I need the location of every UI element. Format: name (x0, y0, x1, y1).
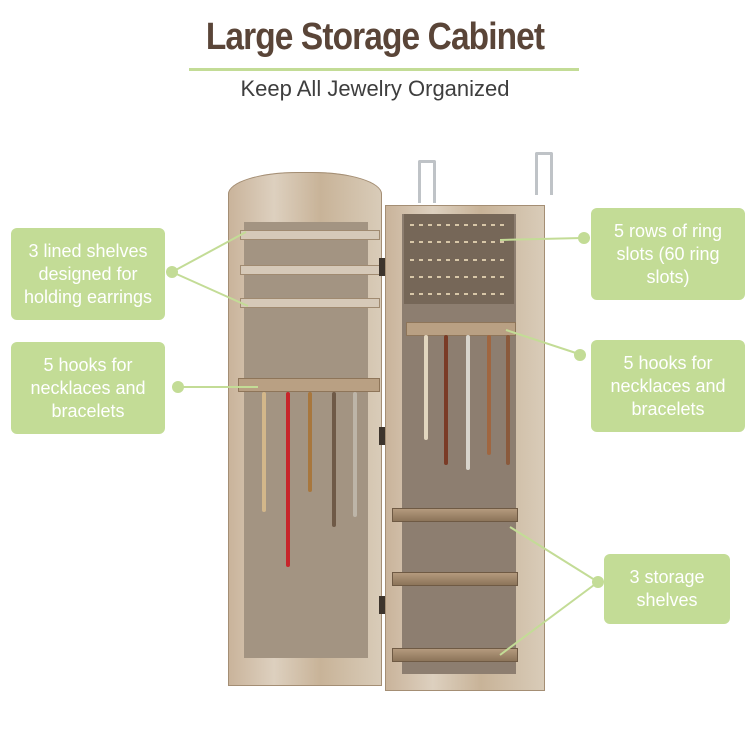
page-title: Large Storage Cabinet (205, 16, 545, 58)
necklace (506, 335, 510, 465)
callout-right-necklace-hooks: 5 hooks for necklaces and bracelets (591, 340, 745, 432)
storage-shelf-3 (392, 648, 518, 662)
callout-storage-shelves: 3 storage shelves (604, 554, 730, 624)
callout-text: 5 hooks for necklaces and bracelets (610, 352, 726, 419)
callout-text: 3 lined shelves designed for holding ear… (23, 240, 153, 307)
left-hook-rail (238, 378, 380, 392)
callout-text: 5 hooks for necklaces and bracelets (30, 354, 146, 421)
right-hook-rail (406, 322, 516, 336)
necklace (466, 335, 470, 470)
callout-text: 3 storage shelves (629, 567, 705, 610)
callout-dot (574, 349, 586, 361)
door-hanger-hook (535, 152, 553, 195)
necklace (262, 392, 266, 512)
necklace (332, 392, 336, 527)
callout-text: 5 rows of ring slots (60 ring slots) (613, 220, 723, 287)
callout-earring-shelves: 3 lined shelves designed for holding ear… (11, 228, 165, 320)
door-hanger-hook (418, 160, 436, 203)
callout-dot (172, 381, 184, 393)
necklace (286, 392, 290, 567)
callout-dot (592, 576, 604, 588)
hinge (379, 258, 389, 276)
hinge (379, 427, 389, 445)
necklace (424, 335, 428, 440)
ring-slot-panel (404, 214, 514, 304)
callout-ring-slots: 5 rows of ring slots (60 ring slots) (591, 208, 745, 300)
page-subtitle: Keep All Jewelry Organized (240, 76, 510, 101)
necklace (353, 392, 357, 517)
callout-dot (166, 266, 178, 278)
necklace (487, 335, 491, 455)
callout-left-necklace-hooks: 5 hooks for necklaces and bracelets (11, 342, 165, 434)
storage-shelf-1 (392, 508, 518, 522)
storage-shelf-2 (392, 572, 518, 586)
callout-dot (578, 232, 590, 244)
hinge (379, 596, 389, 614)
necklace (444, 335, 448, 465)
necklace (308, 392, 312, 492)
title-divider (189, 68, 579, 71)
